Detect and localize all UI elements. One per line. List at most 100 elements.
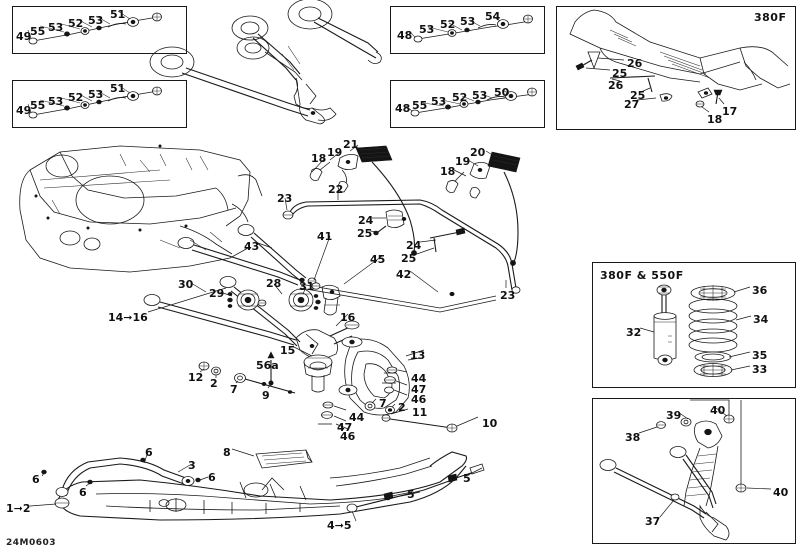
part-number-label: 53 <box>431 95 447 108</box>
part-number-label: 53 <box>460 15 476 28</box>
part-number-label: 10 <box>482 417 498 430</box>
callout-box-4 <box>390 80 545 128</box>
part-number-label: 21 <box>343 138 359 151</box>
part-number-label: 2 <box>210 377 218 390</box>
panel-shock-380f-550f <box>592 262 796 388</box>
part-number-label: 25 <box>357 227 373 240</box>
part-number-label: 7 <box>379 397 387 410</box>
top-center-a-arms <box>149 0 382 125</box>
part-number-label: 30 <box>178 278 194 291</box>
part-number-label: 6 <box>145 446 153 459</box>
part-number-label: 53 <box>472 89 488 102</box>
part-number-label: 44 <box>349 411 365 424</box>
callout-box-2 <box>12 80 187 128</box>
part-number-label: 3 <box>188 459 196 472</box>
drawing-number: 24M0603 <box>6 538 57 548</box>
part-number-label: 52 <box>68 17 84 30</box>
part-number-label: 40 <box>710 404 726 417</box>
part-number-label: 33 <box>752 363 768 376</box>
part-number-label: 53 <box>419 23 435 36</box>
ski-assembly <box>41 449 485 521</box>
part-number-label: 17 <box>722 105 738 118</box>
part-number-label: 8 <box>223 446 231 459</box>
part-number-label: 18 <box>707 113 723 126</box>
part-number-label: 39 <box>666 409 682 422</box>
part-number-label: 31 <box>299 280 315 293</box>
hardware-44-47-46-lower <box>318 401 334 425</box>
part-number-label: 16 <box>340 311 356 324</box>
part-number-label: 49 <box>16 104 32 117</box>
part-number-label: 36 <box>752 284 768 297</box>
part-number-label: 47 <box>337 421 353 434</box>
bushing-cluster-31 <box>288 288 321 312</box>
panel-lower-right <box>592 398 796 544</box>
part-number-label: 53 <box>88 88 104 101</box>
part-number-label: 48 <box>395 102 411 115</box>
hardware-7-2-11-10 <box>364 401 458 433</box>
part-number-label: 5 <box>463 472 471 485</box>
part-number-label: 18 <box>440 165 456 178</box>
callout-box-1 <box>12 6 187 54</box>
part-number-label: 53 <box>88 14 104 27</box>
part-number-label: 26 <box>608 79 624 92</box>
part-number-label: 15 <box>280 344 296 357</box>
part-number-label: 46 <box>340 430 356 443</box>
part-number-label: 55 <box>30 99 46 112</box>
spindle-assembly <box>295 320 421 416</box>
part-number-label: 24 <box>358 214 374 227</box>
shock-mount-right-20 <box>445 151 521 266</box>
part-number-label: 43 <box>244 240 260 253</box>
part-number-label: 53 <box>48 95 64 108</box>
part-number-label: 12 <box>188 371 204 384</box>
panel-leader-lines <box>585 57 772 518</box>
part-number-label: 6 <box>79 486 87 499</box>
chassis-assembly <box>19 144 263 273</box>
part-number-label: 25 <box>612 67 628 80</box>
part-number-label: 49 <box>16 30 32 43</box>
callout-art-2 <box>27 84 162 119</box>
part-number-label: 20 <box>470 146 486 159</box>
stabilizer-bar <box>282 199 521 316</box>
part-number-label: 19 <box>455 155 471 168</box>
part-number-label: 18 <box>311 152 327 165</box>
panel-380f <box>556 6 796 130</box>
part-number-label: 13 <box>410 349 426 362</box>
upper-a-arm-43 <box>177 224 317 286</box>
part-number-label: 7 <box>230 383 238 396</box>
part-number-label: 46 <box>411 393 427 406</box>
part-number-label: 56a <box>256 359 279 372</box>
panel-shock-title: 380F & 550F <box>600 269 684 282</box>
part-number-label: 35 <box>752 349 768 362</box>
panel-380f-art <box>569 9 791 108</box>
part-number-label: 23 <box>500 289 516 302</box>
part-number-label: 25 <box>630 89 646 102</box>
part-number-label: 44 <box>411 372 427 385</box>
part-number-label: 50 <box>494 86 510 99</box>
part-number-label: 42 <box>396 268 412 281</box>
hardware-44-47-46-upper <box>382 366 398 394</box>
part-number-label: 26 <box>627 57 643 70</box>
part-number-label: 14➞16 <box>108 311 148 324</box>
part-number-label: 40 <box>773 486 789 499</box>
shock-absorber-art <box>653 284 738 377</box>
callout-art-1 <box>27 10 162 45</box>
part-number-label: 48 <box>397 29 413 42</box>
part-number-label: 55 <box>412 99 428 112</box>
shock-mount-left-21 <box>309 145 417 256</box>
part-number-label: 19 <box>327 146 343 159</box>
part-number-label: 45 <box>370 253 386 266</box>
part-number-label: 51 <box>110 8 126 21</box>
lower-right-assembly-art <box>599 399 747 541</box>
part-number-label: 51 <box>110 82 126 95</box>
part-number-label: 54 <box>485 10 501 23</box>
part-number-label: 29 <box>209 287 225 300</box>
callout-art-3 <box>408 14 533 43</box>
leader-lines <box>29 144 507 522</box>
part-number-label: 28 <box>266 277 282 290</box>
part-number-label: 38 <box>625 431 641 444</box>
part-number-label: 37 <box>645 515 661 528</box>
part-number-label: 52 <box>452 91 468 104</box>
part-number-label: 11 <box>412 406 428 419</box>
